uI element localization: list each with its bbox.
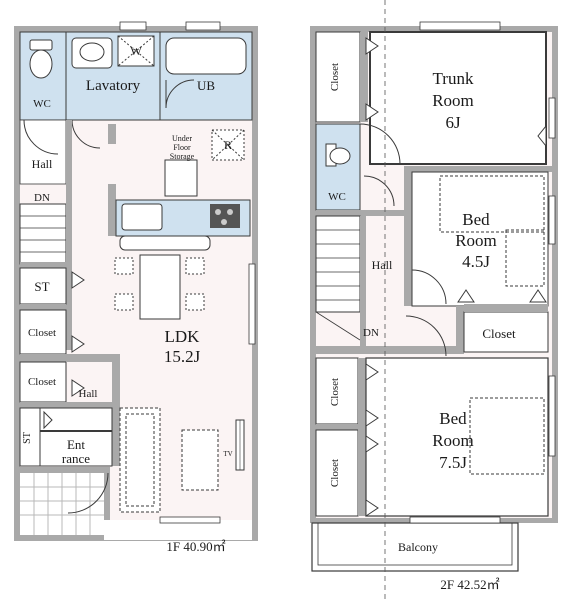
label-under-floor-3: Storage <box>170 152 195 161</box>
label-balcony: Balcony <box>398 540 438 554</box>
sink-icon <box>71 37 113 69</box>
kitchen-sink-icon <box>121 203 163 231</box>
wc-room-2f <box>315 123 361 211</box>
toilet-2f-icon <box>329 147 351 165</box>
label-closet-1f-2: Closet <box>28 376 56 388</box>
label-bed-a-1: Bed <box>462 210 490 229</box>
closet-1f-2 <box>19 361 67 403</box>
hall-top <box>19 119 67 185</box>
label-under-floor-1: Under <box>172 134 192 143</box>
label-st-upper: ST <box>34 279 49 294</box>
label-closet-1f-1: Closet <box>28 327 56 339</box>
label-wc-1f: WC <box>33 98 51 110</box>
label-unit-bath: UB <box>197 78 215 93</box>
washer-space <box>117 35 155 67</box>
label-dn-1f: DN <box>34 192 50 204</box>
label-trunk-1: Trunk <box>433 69 474 88</box>
label-closet-2f-left-1: Closet <box>329 378 341 406</box>
closet-2f-top <box>315 31 361 123</box>
label-bed-a-2: Room <box>455 231 497 250</box>
label-hall-bottom: Hall <box>79 388 98 400</box>
dining-chairs <box>114 257 205 311</box>
label-st-lower: ST <box>22 432 33 444</box>
toilet-tank-icon <box>29 39 53 51</box>
dining-table <box>139 254 181 320</box>
closet-2f-left-1 <box>315 357 359 425</box>
label-bed-b-3: 7.5J <box>439 453 467 472</box>
label-lavatory: Lavatory <box>86 78 141 94</box>
door-arrows-2f <box>365 37 547 517</box>
label-ldk-name: LDK <box>165 327 201 346</box>
bedroom-4-5 <box>411 171 549 307</box>
label-1f-area: 1F 40.90㎡ <box>166 539 225 554</box>
label-closet-2f-top: Closet <box>329 63 341 91</box>
label-bed-b-1: Bed <box>439 409 467 428</box>
label-dn-2f: DN <box>363 327 379 339</box>
label-2f-area: 2F 42.52㎡ <box>440 577 499 592</box>
bathtub-icon <box>165 37 247 75</box>
porch-tiles <box>20 473 104 535</box>
balcony <box>311 522 519 572</box>
label-wc-2f: WC <box>328 191 346 203</box>
stairs-1f <box>19 203 67 265</box>
floor-2-plan <box>310 0 558 600</box>
label-bed-a-3: 4.5J <box>462 252 490 271</box>
label-closet-2f-mid: Closet <box>482 326 516 341</box>
label-entrance-2: rance <box>62 451 90 466</box>
label-hall-top: Hall <box>32 157 53 171</box>
label-refrigerator: R <box>224 138 232 152</box>
label-tv: TV <box>223 450 232 458</box>
stairs-2f <box>315 215 361 313</box>
label-bed-b-2: Room <box>432 431 474 450</box>
bedroom-7-5 <box>365 357 549 517</box>
door-arrows-1f <box>43 271 85 430</box>
under-floor-storage <box>164 159 198 197</box>
entrance-room <box>39 407 113 467</box>
windows-2f <box>409 21 556 524</box>
label-under-floor-2: Floor <box>173 143 191 152</box>
trunk-room <box>369 31 547 165</box>
label-hall-2f: Hall <box>372 258 393 272</box>
toilet-icon <box>29 49 53 79</box>
sofa <box>119 407 161 513</box>
windows-1f <box>119 21 256 524</box>
floor-1-plan <box>14 21 258 541</box>
label-washer: W <box>130 44 142 58</box>
label-entrance-1: Ent <box>67 437 85 452</box>
coffee-table <box>181 429 219 491</box>
label-trunk-3: 6J <box>445 113 461 132</box>
label-ldk-size: 15.2J <box>164 347 201 366</box>
label-closet-2f-left-2: Closet <box>329 459 341 487</box>
label-trunk-2: Room <box>432 91 474 110</box>
